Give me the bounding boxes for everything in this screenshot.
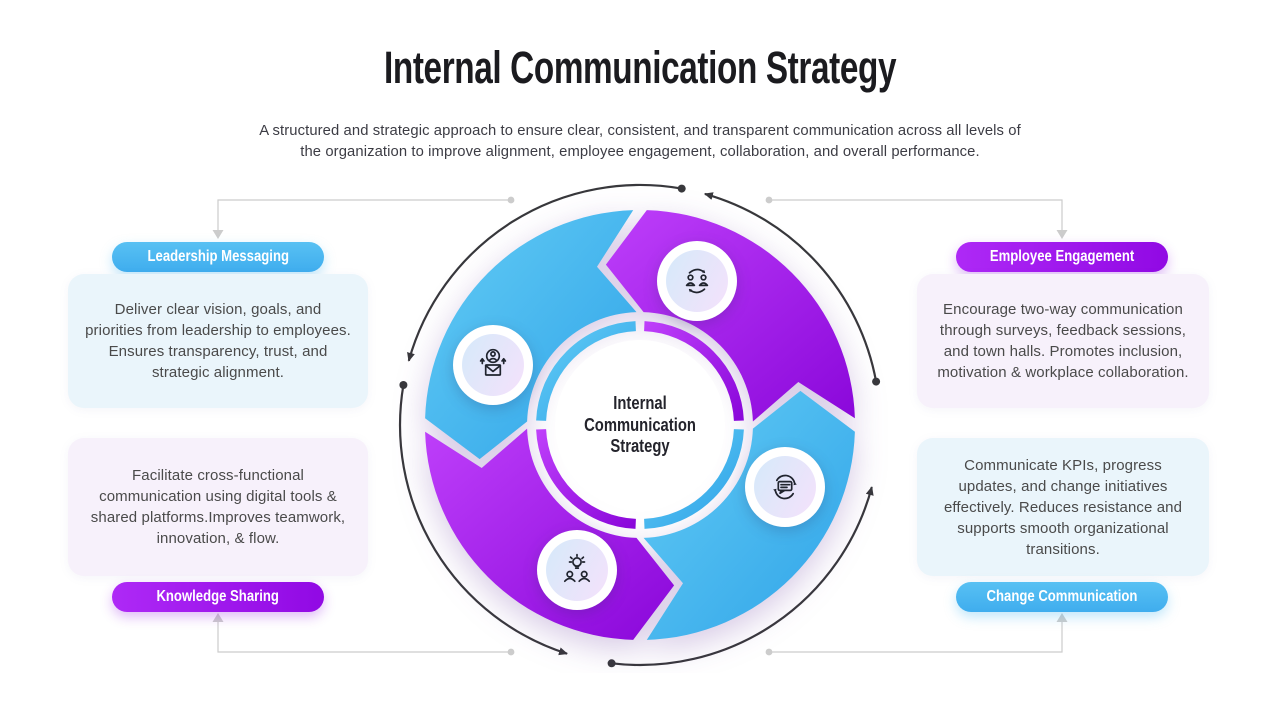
card-knowledge-sharing: Facilitate cross-functional communicatio… xyxy=(68,438,368,576)
pill-employee-engagement: Employee Engagement xyxy=(956,242,1168,272)
card-change-communication-body: Communicate KPIs, progress updates, and … xyxy=(943,456,1183,558)
center-circle xyxy=(555,340,725,510)
card-knowledge-sharing-body: Facilitate cross-functional communicatio… xyxy=(90,467,346,547)
inner-ring xyxy=(536,321,744,529)
card-leadership-messaging: Deliver clear vision, goals, and priorit… xyxy=(68,274,368,408)
pill-leadership-messaging-label: Leadership Messaging xyxy=(147,248,289,265)
pill-leadership-messaging: Leadership Messaging xyxy=(112,242,324,272)
page-title: Internal Communication Strategy xyxy=(383,42,897,93)
page-subtitle: A structured and strategic approach to e… xyxy=(259,122,1021,160)
icon-badge-knowledge xyxy=(537,530,617,610)
cycle-arrow-arc xyxy=(611,486,874,667)
center-label-line: Communication xyxy=(584,413,696,435)
center-label-line: Strategy xyxy=(610,435,670,456)
diagram-center-label: Internal Communication Strategy xyxy=(550,392,730,457)
people-exchange-icon xyxy=(685,268,709,294)
pill-change-communication-label: Change Communication xyxy=(986,588,1138,605)
card-employee-engagement-body: Encourage two-way communication through … xyxy=(937,301,1189,381)
icon-badge-leadership xyxy=(453,325,533,405)
pill-knowledge-sharing: Knowledge Sharing xyxy=(112,582,324,612)
leader-announcement-icon xyxy=(479,348,507,376)
icon-badge-change xyxy=(745,447,825,527)
pill-employee-engagement-label: Employee Engagement xyxy=(989,248,1135,265)
cycle-diagram xyxy=(398,183,881,668)
card-employee-engagement: Encourage two-way communication through … xyxy=(917,274,1209,408)
pill-knowledge-sharing-label: Knowledge Sharing xyxy=(156,588,280,605)
cycle-flow-arrows xyxy=(398,183,881,668)
cycle-arrow-arc xyxy=(407,183,682,362)
card-change-communication: Communicate KPIs, progress updates, and … xyxy=(917,438,1209,576)
card-leadership-messaging-body: Deliver clear vision, goals, and priorit… xyxy=(85,301,351,381)
chat-cycle-icon xyxy=(773,474,797,500)
center-label-line: Internal xyxy=(613,392,667,413)
icon-badge-engagement xyxy=(657,241,737,321)
idea-sharing-icon xyxy=(563,553,591,583)
cycle-arrow-arc xyxy=(398,384,568,656)
pill-change-communication: Change Communication xyxy=(956,582,1168,612)
cycle-arrow-arc xyxy=(703,192,878,382)
